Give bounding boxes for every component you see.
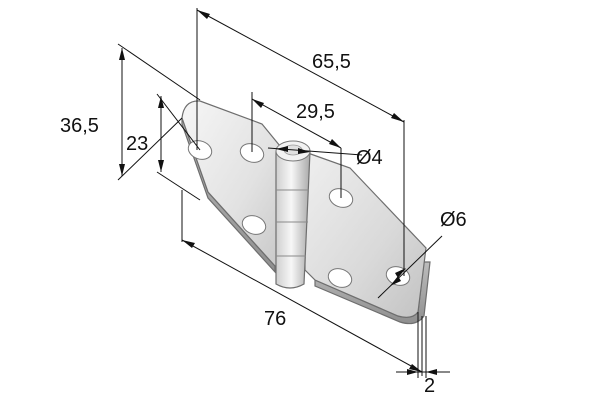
dimension-label-hole-diameter: Ø6	[440, 209, 467, 231]
dimension-76: 76	[181, 190, 423, 376]
dimension-36-5: 36,5	[60, 43, 201, 181]
mounting-hole	[327, 268, 353, 288]
dimension-23: 23	[126, 93, 201, 201]
mounting-hole	[239, 143, 265, 163]
dimension-65-5: 65,5	[196, 8, 405, 276]
dimension-pin-diameter: Ø4	[267, 146, 383, 169]
dimension-label-65-5: 65,5	[312, 51, 351, 73]
dimension-label-36-5: 36,5	[60, 115, 99, 137]
dimension-29-5: 29,5	[251, 92, 342, 198]
dimension-label-23: 23	[126, 133, 148, 155]
dimension-label-pin-diameter: Ø4	[356, 147, 383, 169]
hinge-body	[181, 100, 431, 325]
mounting-hole	[241, 215, 267, 235]
dimension-label-thickness: 2	[424, 375, 435, 397]
knuckle	[275, 151, 311, 289]
dimension-label-76: 76	[264, 308, 286, 330]
dimension-hole-diameter: Ø6	[377, 209, 467, 299]
right-leaf	[304, 151, 427, 318]
dimension-thickness: 2	[396, 312, 450, 397]
dimension-label-29-5: 29,5	[296, 101, 335, 123]
